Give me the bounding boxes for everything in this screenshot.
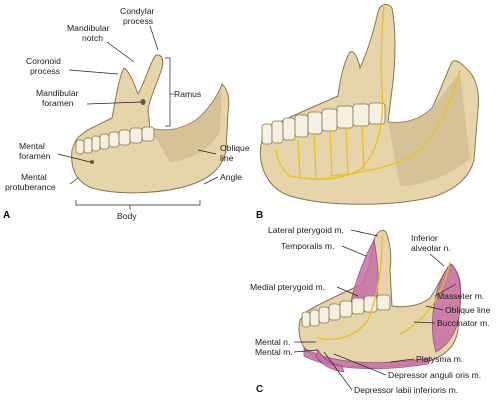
mandibular-foramen-mark (140, 99, 146, 105)
panel-c: Lateral pterygoid m. Temporalis m. Infer… (250, 225, 491, 395)
label-oblique-line-c: Oblique line (445, 305, 491, 315)
label-temporalis: Temporalis m. (281, 241, 334, 251)
mandible-drawing-a (71, 54, 230, 194)
label-depressor-labii-inferioris: Depressor labii inferioris m. (354, 385, 458, 395)
label-mental-m: Mental m. (255, 347, 293, 357)
label-mental-foramen: Mental foramen (19, 141, 51, 161)
masseter-muscle (431, 263, 462, 353)
label-mental-protuberance: Mental protuberance (5, 172, 56, 192)
leaders-a (57, 25, 219, 210)
label-mandibular-notch: Mandibular notch (67, 23, 112, 43)
label-masseter: Masseter m. (437, 291, 484, 301)
mandible-drawing-b (259, 3, 479, 205)
panel-b: B (256, 3, 479, 221)
label-medial-pterygoid: Medial pterygoid m. (250, 282, 325, 292)
label-coronoid-process: Coronoid process (26, 56, 63, 76)
label-ramus: Ramus (174, 89, 201, 99)
panel-letter-a: A (3, 210, 10, 221)
label-inferior-alveolar: Inferior alveolar n. (411, 233, 451, 253)
label-lateral-pterygoid: Lateral pterygoid m. (268, 225, 344, 235)
teeth-c (301, 294, 391, 328)
label-body: Body (117, 211, 137, 221)
mental-foramen-mark (90, 160, 94, 164)
panel-letter-c: C (256, 384, 263, 395)
mandible-drawing-c (298, 229, 462, 373)
nerves-b (275, 3, 461, 180)
teeth-a (75, 126, 155, 155)
label-buccinator: Buccinator m. (437, 318, 490, 328)
label-mandibular-foramen: Mandibular foramen (36, 88, 81, 108)
label-oblique-line-a: Oblique line (220, 143, 252, 163)
teeth-b (261, 102, 386, 145)
leaders-c (293, 229, 457, 391)
label-depressor-anguli-oris: Depressor anguli oris m. (388, 370, 481, 380)
panel-letter-b: B (256, 210, 263, 221)
label-condylar-process: Condylar process (120, 6, 157, 26)
depressor-muscle (315, 349, 345, 373)
label-angle: Angle (220, 172, 242, 182)
label-mental-n: Mental n. (255, 337, 290, 347)
label-platysma: Platysma m. (416, 354, 463, 364)
panel-a: Condylar process Mandibular notch Corono… (3, 6, 252, 221)
